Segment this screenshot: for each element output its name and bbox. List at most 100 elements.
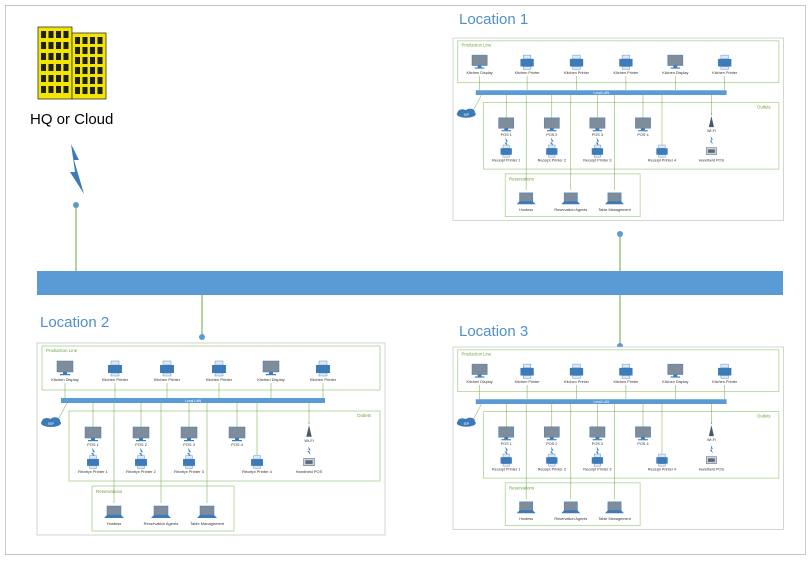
receipt-printer-icon <box>656 453 668 467</box>
wifi-antenna-icon <box>708 422 714 437</box>
production-device-label: Kitchen Display <box>467 380 493 384</box>
reservation-device-label: Hostess <box>519 517 533 521</box>
local-lan-bar <box>475 399 727 404</box>
pos-terminal-icon <box>589 117 606 132</box>
pos-terminal-icon <box>180 426 198 442</box>
kitchen-printer-icon <box>520 54 534 70</box>
laptop-icon <box>561 501 581 514</box>
handheld-pos-label: Handheld POS <box>296 469 323 474</box>
isp-link <box>58 402 68 419</box>
production-device-label: Kitchen Printer <box>206 377 233 382</box>
handheld-pos-icon <box>706 456 717 464</box>
reservations-zone <box>91 485 235 532</box>
pos-terminal-icon <box>543 426 560 441</box>
reservation-device-label: Hostess <box>107 521 121 526</box>
reservation-device-label: Reservation Agents <box>554 517 587 521</box>
wifi-label: Wi-Fi <box>707 438 716 442</box>
cloud-icon <box>41 417 61 427</box>
receipt-printer-label: Receipt Printer 4 <box>648 468 676 472</box>
lightning-bolt-icon <box>595 446 600 456</box>
pos-label: POS 2 <box>135 442 148 447</box>
outlets-zone <box>483 411 780 479</box>
reservation-device-label: Hostess <box>519 208 533 212</box>
kitchen-printer-icon <box>718 54 732 70</box>
pos-terminal-icon <box>635 426 651 441</box>
receipt-printer-icon <box>546 144 558 158</box>
laptop-icon <box>605 501 624 514</box>
kitchen-display-icon <box>667 363 684 378</box>
receipt-printer-icon <box>591 453 604 467</box>
production-device-label: Kitchen Printer <box>515 380 541 384</box>
kitchen-display-icon <box>471 363 488 378</box>
reservation-device-label: Reservation Agents <box>144 521 179 526</box>
handheld-pos-label: Handheld POS <box>699 468 725 472</box>
pos-label: POS 1 <box>501 133 512 137</box>
kitchen-printer-icon <box>212 360 226 377</box>
pos-label: POS 4 <box>231 442 244 447</box>
reservation-device-label: Table Management <box>598 517 631 521</box>
receipt-printer-icon <box>135 455 147 469</box>
production-line-zone <box>457 349 780 393</box>
lightning-bolt-icon <box>709 445 713 454</box>
pos-label: POS 1 <box>501 442 512 446</box>
production-device-label: Kitchen Printer <box>564 380 590 384</box>
pos-label: POS 4 <box>637 133 648 137</box>
production-device-label: Kitchen Printer <box>310 377 337 382</box>
receipt-printer-label: Receipt Printer 2 <box>126 469 157 474</box>
lightning-bolt-icon <box>595 137 600 147</box>
pos-terminal-icon <box>543 117 560 132</box>
kitchen-printer-icon <box>619 363 633 379</box>
production-device-label: Kitchen Printer <box>515 71 541 75</box>
receipt-printer-icon <box>591 144 604 158</box>
production-device-label: Kitchen Display <box>662 71 688 75</box>
production-device-label: Kitchen Printer <box>154 377 181 382</box>
kitchen-display-icon <box>667 54 684 69</box>
production-line-label: Production Line <box>46 348 78 353</box>
pos-terminal-icon <box>132 426 150 442</box>
lightning-bolt-icon <box>187 447 191 458</box>
lightning-bolt-icon <box>139 447 143 458</box>
local-lan-label: Local LAN <box>594 91 610 95</box>
laptop-icon <box>151 505 171 518</box>
wifi-label: Wi-Fi <box>707 129 716 133</box>
handheld-pos-label: Handheld POS <box>699 159 725 163</box>
location-2-link-dot <box>199 334 205 340</box>
pos-terminal-icon <box>498 426 515 441</box>
office-building-icon <box>37 26 107 100</box>
production-device-label: Kitchen Printer <box>102 377 129 382</box>
lightning-bolt-icon <box>91 447 95 458</box>
laptop-icon <box>516 501 536 514</box>
cloud-icon <box>456 108 476 118</box>
lightning-bolt-icon <box>550 446 554 456</box>
diagram-frame <box>5 5 806 555</box>
laptop-icon <box>516 192 536 205</box>
kitchen-printer-icon <box>569 54 584 70</box>
location-1-link-dot <box>617 231 623 237</box>
outlets-label: Outlets <box>757 413 771 418</box>
kitchen-printer-icon <box>619 54 633 70</box>
receipt-printer-icon <box>500 453 512 467</box>
reservation-device-label: Table Management <box>598 208 631 212</box>
pos-terminal-icon <box>228 426 246 442</box>
reservations-label: Reservations <box>509 177 534 182</box>
production-device-label: Kitchen Printer <box>613 71 639 75</box>
pos-label: POS 1 <box>87 442 100 447</box>
receipt-printer-label: Receipt Printer 3 <box>583 159 611 163</box>
wifi-label: Wi-Fi <box>304 438 313 443</box>
lightning-bolt-icon <box>550 137 554 147</box>
receipt-printer-label: Receipt Printer 4 <box>242 469 273 474</box>
kitchen-display-icon <box>262 360 280 376</box>
reservations-label: Reservations <box>509 486 534 491</box>
production-device-label: Kitchen Printer <box>564 71 590 75</box>
laptop-icon <box>605 192 624 205</box>
pos-label: POS 3 <box>183 442 196 447</box>
kitchen-display-icon <box>471 54 488 69</box>
location-1-title: Location 1 <box>459 11 528 28</box>
outlets-zone <box>483 102 780 170</box>
pos-terminal-icon <box>589 426 606 441</box>
wifi-antenna-icon <box>306 422 312 437</box>
laptop-icon <box>197 505 217 518</box>
